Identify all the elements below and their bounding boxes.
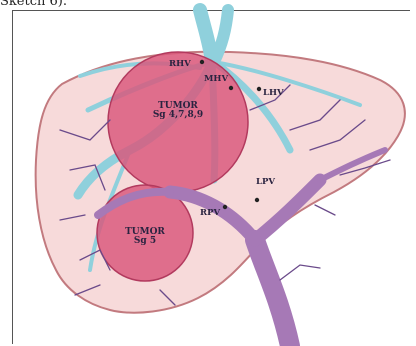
label-rhv: RHV [169,60,191,69]
label-mhv: MHV [204,75,228,84]
tumor-large-line2: Sg 4,7,8,9 [138,111,218,120]
label-tumor-large: TUMOR Sg 4,7,8,9 [138,102,218,121]
tumor-small-line2: Sg 5 [110,237,180,246]
label-lpv: LPV [256,178,275,187]
label-rpv: RPV [200,209,220,218]
tumor-large [108,52,248,192]
label-tumor-small: TUMOR Sg 5 [110,228,180,247]
label-lhv: LHV [263,89,284,98]
